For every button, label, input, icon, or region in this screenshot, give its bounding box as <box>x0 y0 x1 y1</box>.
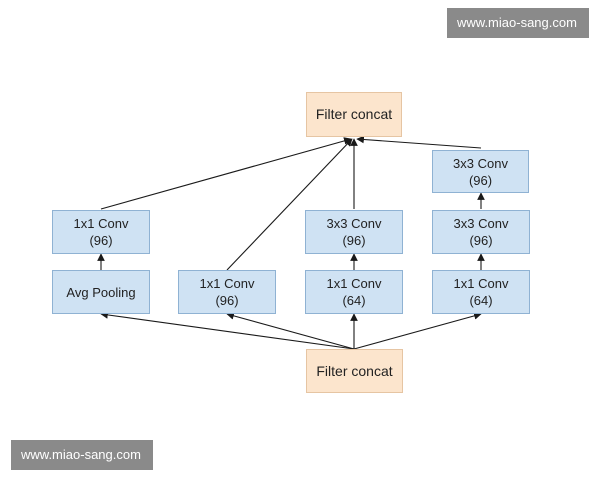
edge-branch1-to-top <box>100 137 352 210</box>
branch1-conv-op: 1x1 Conv <box>73 216 129 231</box>
branch3-conv1-node: 1x1 Conv (64) <box>305 270 403 314</box>
branch4-conv2-op: 3x3 Conv <box>453 216 509 231</box>
edge-bottom-to-avg-pooling <box>100 311 355 350</box>
branch4-conv3-filters: (96) <box>468 172 493 188</box>
branch1-pool-node: Avg Pooling <box>52 270 150 314</box>
edge-bottom-to-branch2-conv <box>226 312 355 350</box>
top-filter-concat-label: Filter concat <box>315 106 393 122</box>
bottom-filter-concat-label: Filter concat <box>316 362 393 379</box>
branch4-conv1-op: 1x1 Conv <box>453 276 509 291</box>
top-filter-concat-node: Filter concat <box>306 92 402 137</box>
branch2-conv-node: 1x1 Conv (96) <box>178 270 276 314</box>
bottom-filter-concat-node: Filter concat <box>306 349 403 393</box>
branch4-conv2-filters: (96) <box>469 233 493 248</box>
watermark-bottom-left: www.miao-sang.com <box>11 440 153 470</box>
branch1-conv-filters: (96) <box>89 233 113 248</box>
edge-bottom-to-branch4-conv1 <box>353 312 482 350</box>
edge-branch4-to-top <box>356 135 482 149</box>
edge-branch2-to-top <box>226 138 353 271</box>
branch4-conv3-node: 3x3 Conv (96) <box>432 150 529 193</box>
branch4-conv3-op: 3x3 Conv <box>453 155 508 171</box>
branch3-conv2-node: 3x3 Conv (96) <box>305 210 403 254</box>
branch4-conv2-node: 3x3 Conv (96) <box>432 210 530 254</box>
branch4-conv1-filters: (64) <box>469 293 493 308</box>
branch3-conv1-filters: (64) <box>342 293 366 308</box>
watermark-top-right: www.miao-sang.com <box>447 8 589 38</box>
branch3-conv2-op: 3x3 Conv <box>326 216 382 231</box>
branch1-conv-node: 1x1 Conv (96) <box>52 210 150 254</box>
branch1-pool-label: Avg Pooling <box>66 284 136 300</box>
branch4-conv1-node: 1x1 Conv (64) <box>432 270 530 314</box>
branch2-conv-filters: (96) <box>215 293 239 308</box>
branch2-conv-op: 1x1 Conv <box>199 276 255 291</box>
branch3-conv1-op: 1x1 Conv <box>326 276 382 291</box>
branch3-conv2-filters: (96) <box>342 233 366 248</box>
